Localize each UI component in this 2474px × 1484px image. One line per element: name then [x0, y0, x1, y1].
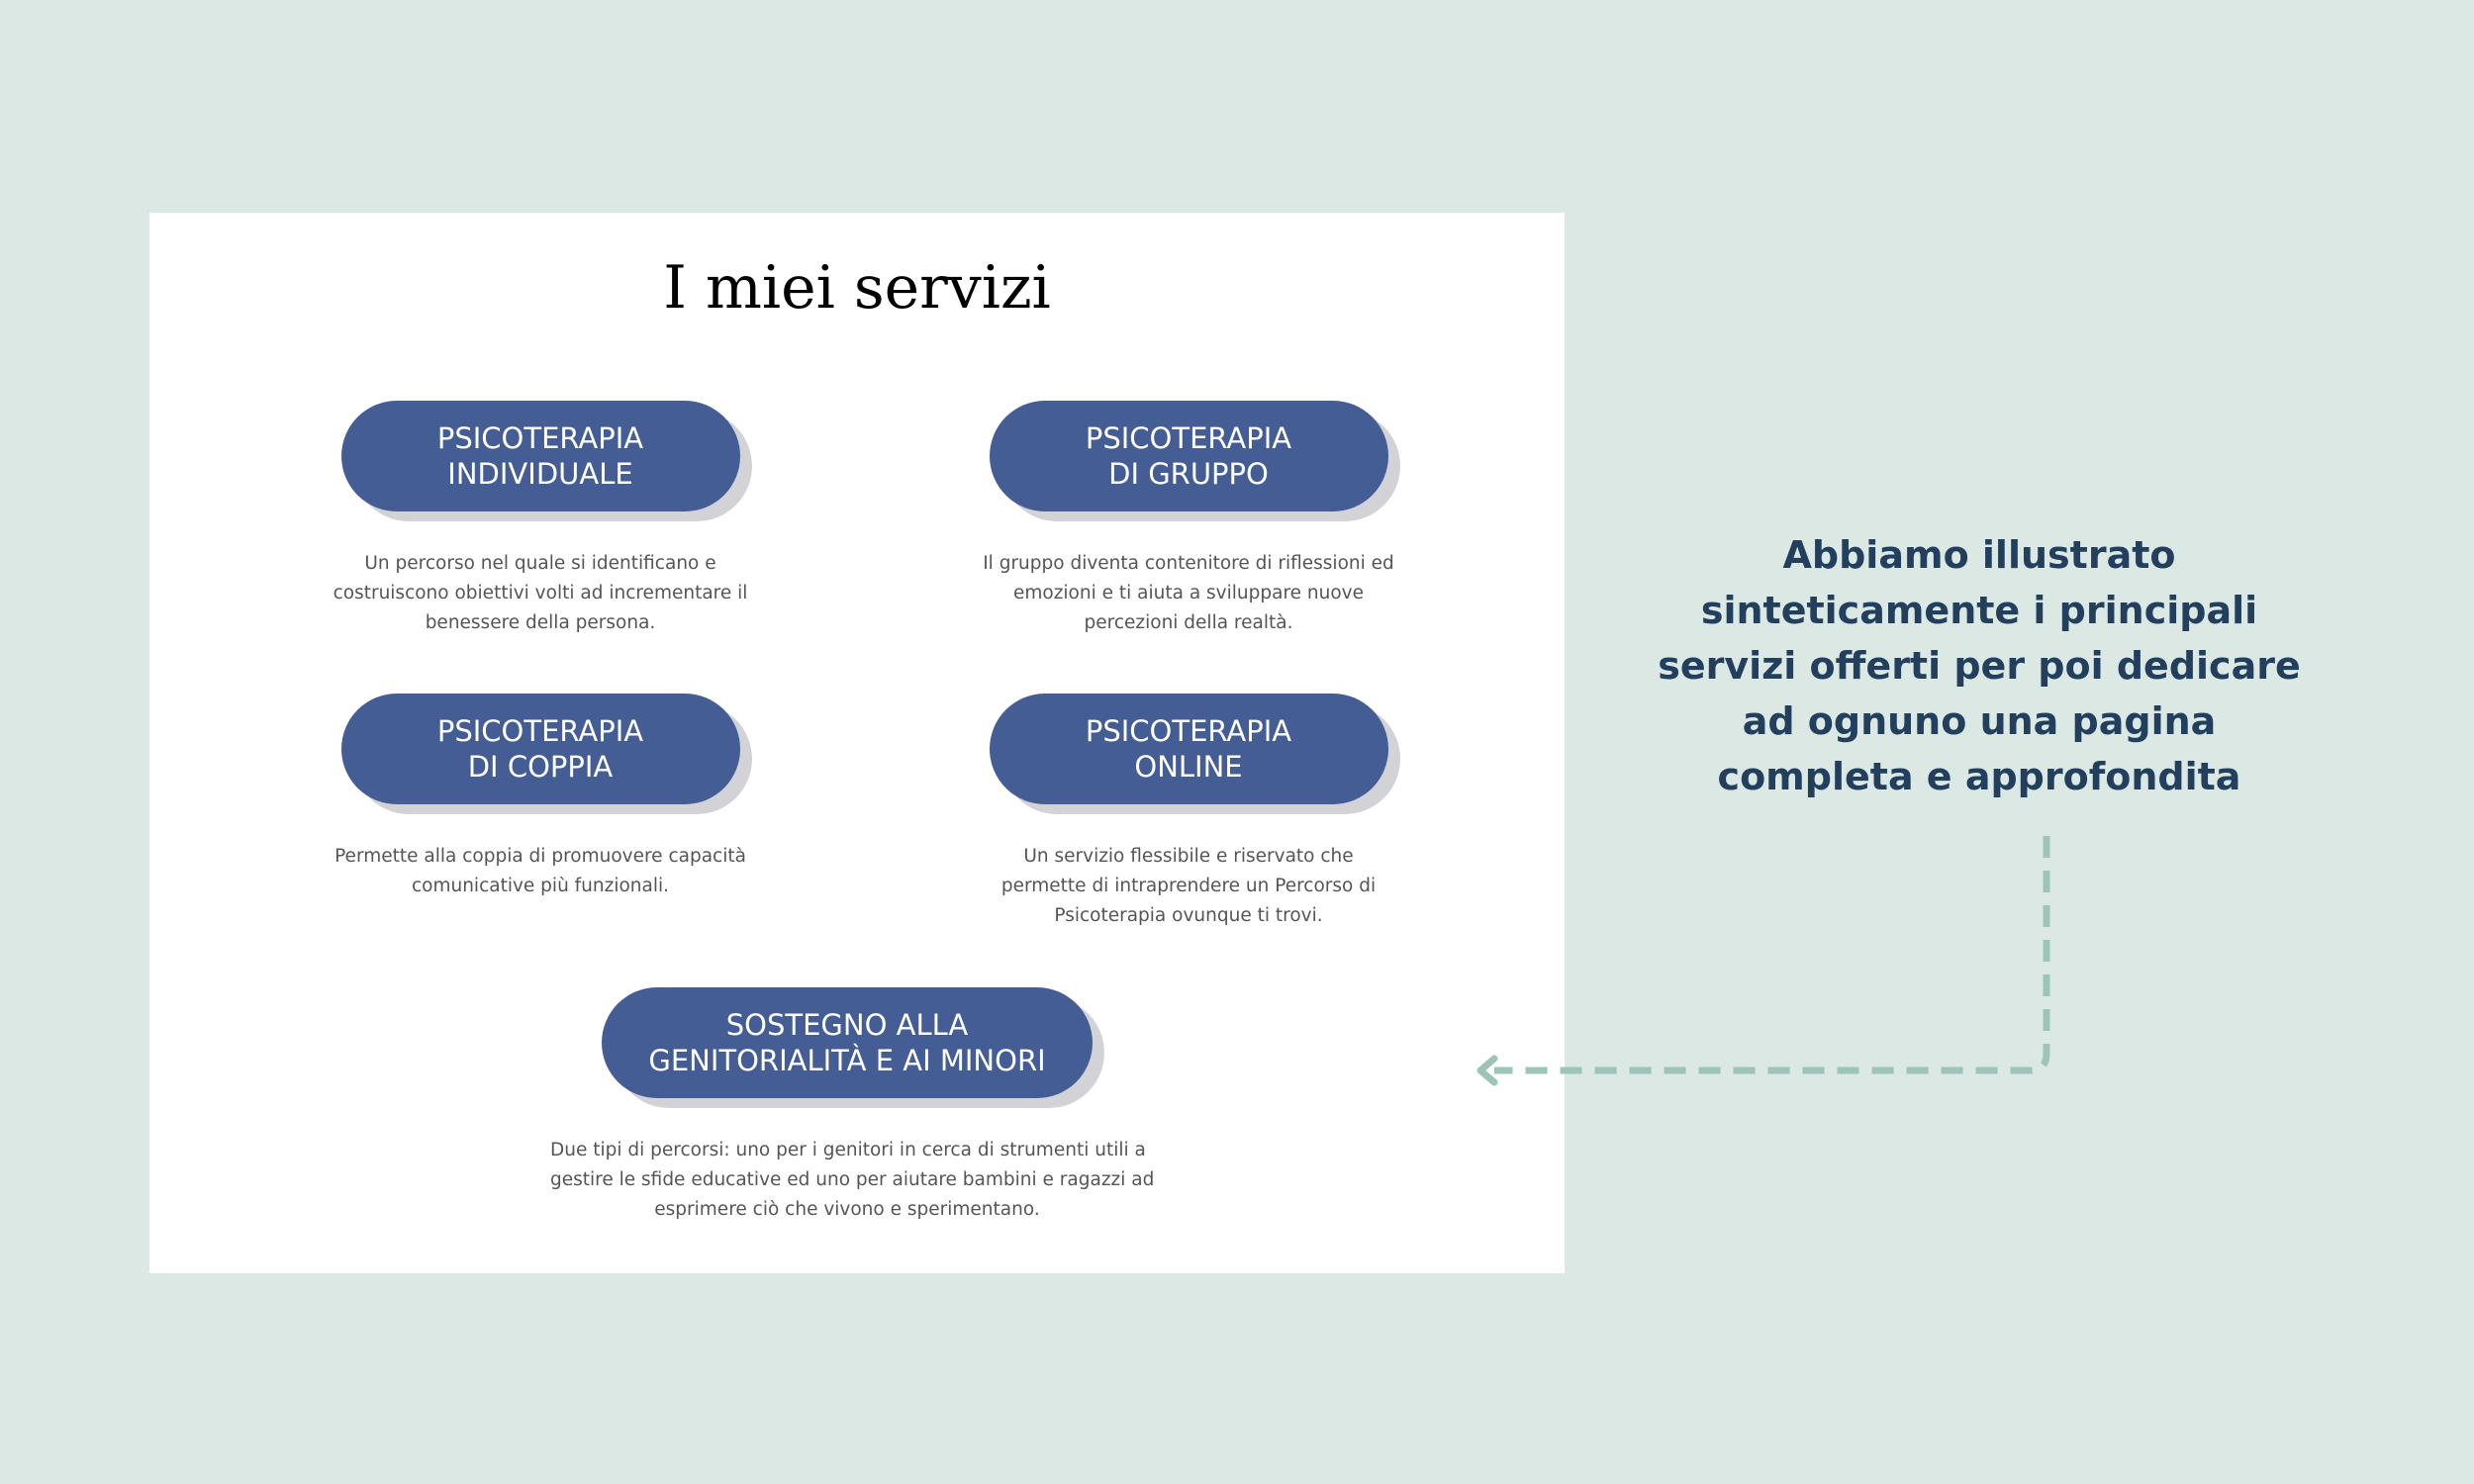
annotation-line: servizi offerti per poi dedicare — [1658, 644, 2301, 688]
psicoterapia-online-button[interactable]: PSICOTERAPIA ONLINE — [989, 694, 1388, 804]
connector-line — [1494, 836, 2050, 1074]
button-label-line: ONLINE — [1134, 750, 1243, 784]
pill-wrap: PSICOTERAPIA ONLINE — [989, 694, 1400, 814]
annotation-line: completa e approfondita — [1717, 755, 2241, 798]
description-line: Un servizio flessibile e riservato che — [1023, 846, 1354, 867]
button-label-line: PSICOTERAPIA — [436, 714, 644, 748]
service-psicoterapia-di-coppia: PSICOTERAPIA DI COPPIA Permette alla cop… — [323, 694, 758, 901]
button-label-line: DI GRUPPO — [1108, 457, 1269, 491]
button-label-line: GENITORIALITÀ E AI MINORI — [648, 1044, 1046, 1077]
arrow-head — [1476, 1055, 1498, 1086]
pill-wrap: PSICOTERAPIA INDIVIDUALE — [340, 401, 752, 521]
pill-wrap: PSICOTERAPIA DI GRUPPO — [989, 401, 1400, 521]
annotation-line: ad ognuno una pagina — [1742, 699, 2217, 743]
description-line: Psicoterapia ovunque ti trovi. — [1054, 905, 1323, 926]
description-line: esprimere ciò che vivono e sperimentano. — [654, 1199, 1040, 1220]
service-psicoterapia-individuale: PSICOTERAPIA INDIVIDUALE Un percorso nel… — [323, 401, 758, 638]
service-description: Due tipi di percorsi: uno per i genitori… — [550, 1136, 1155, 1225]
psicoterapia-di-coppia-button[interactable]: PSICOTERAPIA DI COPPIA — [340, 694, 740, 804]
psicoterapia-individuale-button[interactable]: PSICOTERAPIA INDIVIDUALE — [340, 401, 740, 511]
annotation-text: Abbiamo illustrato sinteticamente i prin… — [1623, 527, 2335, 804]
description-line: Il gruppo diventa contenitore di rifless… — [983, 553, 1394, 574]
button-label-line: DI COPPIA — [467, 750, 614, 784]
description-line: gestire le sfide educative ed uno per ai… — [550, 1169, 1155, 1190]
services-card: I miei servizi PSICOTERAPIA INDIVIDUALE … — [149, 213, 1565, 1273]
description-line: Permette alla coppia di promuovere capac… — [334, 846, 746, 867]
sostegno-genitorialita-button[interactable]: SOSTEGNO ALLA GENITORIALITÀ E AI MINORI — [602, 987, 1093, 1098]
button-label-line: INDIVIDUALE — [447, 457, 633, 491]
description-line: percezioni della realtà. — [1084, 612, 1293, 633]
service-description: Permette alla coppia di promuovere capac… — [323, 842, 758, 901]
description-line: costruiscono obiettivi volti ad incremen… — [333, 583, 748, 603]
service-description: Un percorso nel quale si identificano e … — [323, 549, 758, 638]
description-line: Un percorso nel quale si identificano e — [364, 553, 716, 574]
description-line: Due tipi di percorsi: uno per i genitori… — [550, 1140, 1146, 1160]
description-line: benessere della persona. — [425, 612, 656, 633]
service-description: Un servizio flessibile e riservato che p… — [971, 842, 1406, 931]
service-sostegno-genitorialita: SOSTEGNO ALLA GENITORIALITÀ E AI MINORI … — [550, 987, 1155, 1225]
button-label-line: PSICOTERAPIA — [1085, 714, 1292, 748]
page-title: I miei servizi — [663, 253, 1051, 323]
annotation-line: Abbiamo illustrato — [1782, 533, 2176, 577]
description-line: emozioni e ti aiuta a sviluppare nuove — [1012, 583, 1365, 603]
service-psicoterapia-di-gruppo: PSICOTERAPIA DI GRUPPO Il gruppo diventa… — [971, 401, 1406, 638]
annotation-line: sinteticamente i principali — [1700, 589, 2258, 632]
pill-wrap: SOSTEGNO ALLA GENITORIALITÀ E AI MINORI — [602, 987, 1104, 1108]
service-psicoterapia-online: PSICOTERAPIA ONLINE Un servizio flessibi… — [971, 694, 1406, 931]
button-label-line: SOSTEGNO ALLA — [725, 1008, 969, 1042]
button-label-line: PSICOTERAPIA — [436, 421, 644, 455]
pill-wrap: PSICOTERAPIA DI COPPIA — [340, 694, 752, 814]
description-line: comunicative più funzionali. — [411, 876, 670, 896]
service-description: Il gruppo diventa contenitore di rifless… — [971, 549, 1406, 638]
description-line: permette di intraprendere un Percorso di — [1000, 876, 1377, 896]
button-label-line: PSICOTERAPIA — [1085, 421, 1292, 455]
psicoterapia-di-gruppo-button[interactable]: PSICOTERAPIA DI GRUPPO — [989, 401, 1388, 511]
